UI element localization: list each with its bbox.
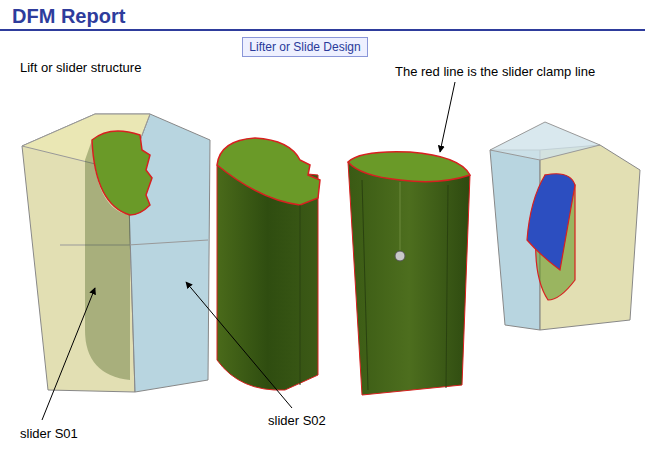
cavity-surface <box>527 174 575 270</box>
block-top <box>490 122 600 160</box>
flat-body <box>348 162 470 395</box>
slider-s02-part <box>217 138 320 390</box>
tab-label: Lifter or Slide Design <box>249 40 360 54</box>
cylinder-top <box>92 131 152 215</box>
groove <box>300 205 301 385</box>
groove <box>362 180 368 390</box>
screw-hole <box>395 251 405 261</box>
callout-label: slider S01 <box>20 426 78 441</box>
callout-label: The red line is the slider clamp line <box>395 64 595 79</box>
leader-line <box>186 282 292 408</box>
cylinder-top <box>217 138 320 205</box>
slider-flat-part <box>348 152 470 395</box>
leader-line <box>42 288 95 420</box>
slider-block <box>22 114 210 392</box>
block-edge <box>128 240 208 245</box>
title-rule <box>0 29 645 31</box>
groove <box>446 185 448 388</box>
callout-label: slider S02 <box>268 413 326 428</box>
tab-box: Lifter or Slide Design <box>242 37 368 57</box>
callout-label: Lift or slider structure <box>20 60 141 75</box>
slider-block-2 <box>490 122 640 330</box>
flat-top <box>348 152 470 182</box>
groove <box>400 182 401 250</box>
leader-line <box>440 82 455 152</box>
report-title: DFM Report <box>12 5 125 28</box>
